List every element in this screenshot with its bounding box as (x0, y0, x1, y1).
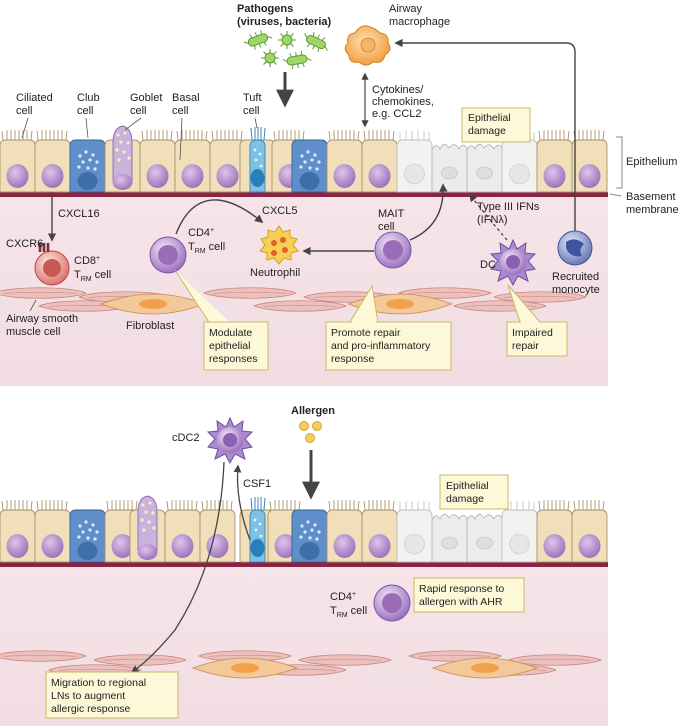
migration-box (45, 671, 179, 719)
basal-label-2: cell (172, 105, 189, 117)
ciliated-label-1: Ciliated (16, 92, 53, 104)
modulate-callout (174, 269, 269, 371)
basement-pointer (609, 193, 622, 197)
mait-label-1: MAIT (378, 208, 405, 220)
cytokines-label-1: Cytokines/ (372, 84, 424, 96)
cxcr6-label: CXCR6 (6, 238, 43, 250)
basement-label-2: membrane (626, 204, 679, 216)
cdc2-label: cDC2 (172, 432, 200, 444)
basal-pointer (179, 117, 183, 161)
club-pointer (85, 117, 89, 139)
fibroblast-label: Fibroblast (126, 320, 174, 332)
airway-macrophage-label-2: macrophage (389, 16, 450, 28)
modulate-text-3: responses (209, 353, 257, 365)
migration-arrow (130, 461, 225, 673)
cytokines-label-3: e.g. CCL2 (372, 108, 422, 120)
cd4-trm-label-bottom: TRM cell (330, 605, 367, 619)
impaired-text-1: Impaired (512, 327, 553, 339)
airway-macrophage-label-1: Airway (389, 3, 423, 15)
basement-label-1: Basement (626, 191, 676, 203)
pathogens-subtitle: (viruses, bacteria) (237, 16, 331, 28)
epithelial-damage-bottom-2: damage (446, 493, 484, 505)
epithelial-damage-top-2: damage (468, 125, 506, 137)
epithelial-damage-box-top (461, 107, 531, 143)
recruited-label-1: Recruited (552, 271, 599, 283)
neutrophil-cell (259, 225, 299, 265)
airway-smooth-label-2: muscle cell (6, 326, 60, 338)
dc-label: DC (480, 259, 496, 271)
migration-text-1: Migration to regional (51, 677, 146, 689)
neutrophil-label: Neutrophil (250, 267, 300, 279)
muscle-pointer (29, 299, 37, 312)
promote-callout (325, 284, 452, 371)
ciliated-pointer (21, 117, 29, 139)
recruited-monocyte-cell (557, 230, 593, 266)
csf1-label: CSF1 (243, 478, 271, 490)
cd4-trm-cell-top (149, 236, 187, 274)
impaired-callout (506, 284, 568, 357)
goblet-label-1: Goblet (130, 92, 162, 104)
ciliated-label-2: cell (16, 105, 33, 117)
mait-label-2: cell (378, 221, 395, 233)
csf1-arrow (233, 464, 251, 541)
cd8-label: CD8+ (74, 255, 100, 267)
airway-smooth-label-1: Airway smooth (6, 313, 78, 325)
promote-text-3: response (331, 353, 374, 365)
tuft-label-2: cell (243, 105, 260, 117)
rapid-response-box (413, 577, 525, 613)
basal-label-1: Basal (172, 92, 200, 104)
tuft-label-1: Tuft (243, 92, 262, 104)
cd8-trm-label: TRM cell (74, 269, 111, 283)
bottom-epithelium (0, 495, 607, 563)
goblet-pointer (124, 117, 142, 131)
pathogens-icon (241, 27, 333, 71)
club-label-1: Club (77, 92, 100, 104)
cytokines-label-2: chemokines, (372, 96, 434, 108)
cxcl5-label: CXCL5 (262, 205, 297, 217)
goblet-label-2: cell (130, 105, 147, 117)
epithelial-damage-top-1: Epithelial (468, 112, 511, 124)
cxcl16-label: CXCL16 (58, 208, 100, 220)
cdc2-cell (207, 417, 253, 464)
cd4-label-bottom: CD4+ (330, 591, 356, 603)
pathogens-title: Pathogens (237, 3, 293, 15)
modulate-text-2: epithelial (209, 340, 250, 352)
club-label-2: cell (77, 105, 94, 117)
migration-text-2: LNs to augment (51, 690, 125, 702)
mait-to-epithelium-arrow (409, 183, 448, 241)
top-basement-membrane (0, 192, 608, 197)
rapid-text-1: Rapid response to (419, 583, 504, 595)
airway-macrophage-cell (344, 25, 391, 66)
epithelium-bracket (616, 136, 623, 189)
cd4-trm-label-top: TRM cell (188, 241, 225, 255)
cd4-trm-cell-bottom (373, 584, 411, 622)
cd4-to-neutrophil-arrow (175, 199, 264, 235)
bottom-basement-membrane (0, 562, 608, 567)
rapid-text-2: allergen with AHR (419, 596, 503, 608)
cd4-label-top: CD4+ (188, 227, 214, 239)
cd8-trm-cell (34, 243, 70, 286)
recruited-label-2: monocyte (552, 284, 600, 296)
allergen-label: Allergen (291, 405, 335, 417)
monocyte-to-macrophage-arrow (394, 38, 576, 232)
epithelial-damage-bottom-1: Epithelial (446, 480, 489, 492)
mait-cell (374, 231, 412, 269)
epithelial-damage-box-bottom (439, 474, 509, 510)
tuft-pointer (254, 117, 258, 129)
impaired-text-2: repair (512, 340, 539, 352)
type3-ifn-label-1: Type III IFNs (477, 201, 540, 213)
epithelium-label: Epithelium (626, 156, 677, 168)
migration-text-3: allergic response (51, 703, 131, 715)
promote-text-1: Promote repair (331, 327, 401, 339)
allergen-icon (299, 421, 322, 443)
type3-ifn-label-2: (IFNλ) (477, 214, 508, 226)
top-lamina-propria (0, 196, 608, 386)
promote-text-2: and pro-inflammatory (331, 340, 431, 352)
modulate-text-1: Modulate (209, 327, 252, 339)
